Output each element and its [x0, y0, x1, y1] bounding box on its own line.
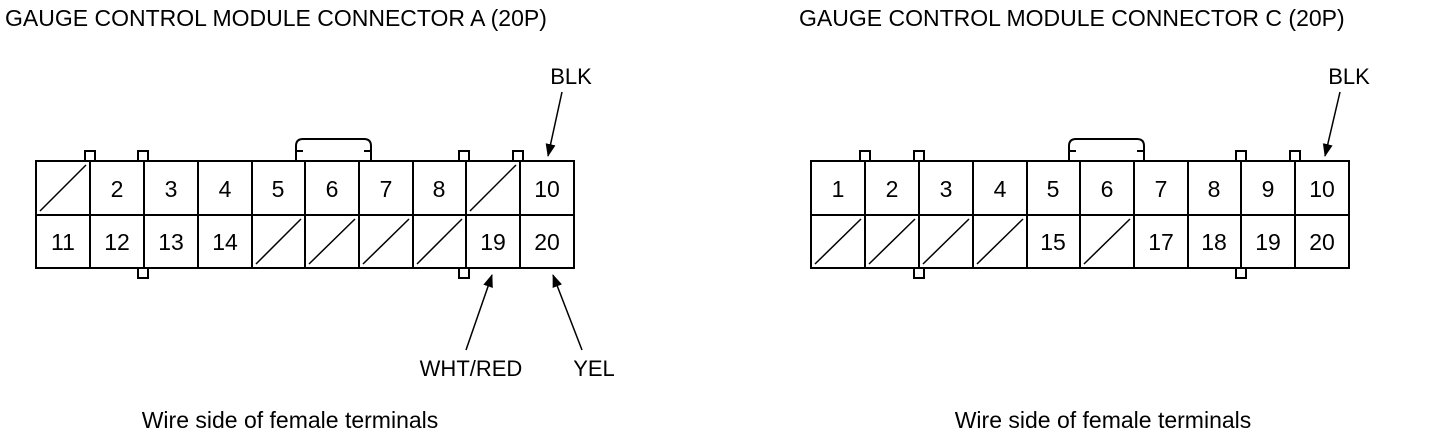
wire-arrow — [545, 91, 563, 157]
pin-label: 4 — [994, 176, 1007, 202]
pin-label: 5 — [1047, 176, 1060, 202]
wire-color-label: BLK — [550, 64, 592, 89]
pin-label: 19 — [480, 229, 506, 255]
pin-label: 15 — [1040, 229, 1066, 255]
pin-label: 2 — [886, 176, 899, 202]
connector-c-title: GAUGE CONTROL MODULE CONNECTOR C (20P) — [799, 5, 1345, 31]
connector-c-housing — [810, 138, 1350, 279]
pin-label: 3 — [165, 176, 178, 202]
connector-a-wire-callouts: BLK WHT/RED YEL — [420, 64, 615, 381]
pin-label: 14 — [212, 229, 238, 255]
pin-label: 20 — [1309, 229, 1335, 255]
connector-a-housing — [35, 138, 575, 279]
connector-c-pins-row1: 1 2 3 4 5 6 7 8 9 10 — [832, 176, 1335, 202]
pin-label: 19 — [1255, 229, 1281, 255]
connector-c-caption: Wire side of female terminals — [955, 407, 1252, 433]
pin-label: 18 — [1201, 229, 1227, 255]
pin-label: 12 — [104, 229, 130, 255]
connector-c-empty-cavities — [814, 218, 1131, 265]
connector-a-pins-row2: 11 12 13 14 19 20 — [51, 229, 560, 255]
pin-label: 4 — [219, 176, 232, 202]
connector-a-pins-row1: 2 3 4 5 6 7 8 10 — [111, 176, 560, 202]
pin-label: 6 — [1101, 176, 1114, 202]
wire-arrow — [465, 274, 493, 351]
wire-color-label: YEL — [573, 356, 615, 381]
pin-label: 11 — [51, 229, 75, 255]
pin-label: 2 — [111, 176, 124, 202]
connector-c-pins-row2: 15 17 18 19 20 — [1040, 229, 1335, 255]
wire-color-label: BLK — [1328, 64, 1370, 89]
pin-label: 7 — [1155, 176, 1168, 202]
pin-label: 8 — [433, 176, 446, 202]
pin-label: 6 — [326, 176, 339, 202]
pin-label: 10 — [534, 176, 560, 202]
pin-label: 5 — [272, 176, 285, 202]
pin-label: 3 — [940, 176, 953, 202]
connector-a-title: GAUGE CONTROL MODULE CONNECTOR A (20P) — [5, 5, 547, 31]
wire-arrow — [1322, 91, 1341, 157]
pin-label: 1 — [832, 176, 845, 202]
pin-label: 8 — [1208, 176, 1221, 202]
connector-c-wire-callouts: BLK — [1322, 64, 1370, 157]
pin-label: 9 — [1262, 176, 1275, 202]
pin-label: 17 — [1148, 229, 1174, 255]
pin-label: 13 — [158, 229, 184, 255]
pin-label: 7 — [380, 176, 393, 202]
pin-label: 20 — [534, 229, 560, 255]
wire-color-label: WHT/RED — [420, 356, 523, 381]
connector-a-caption: Wire side of female terminals — [142, 407, 439, 433]
wire-arrow — [552, 274, 583, 351]
connector-a-empty-cavities — [39, 164, 517, 265]
pin-label: 10 — [1309, 176, 1335, 202]
